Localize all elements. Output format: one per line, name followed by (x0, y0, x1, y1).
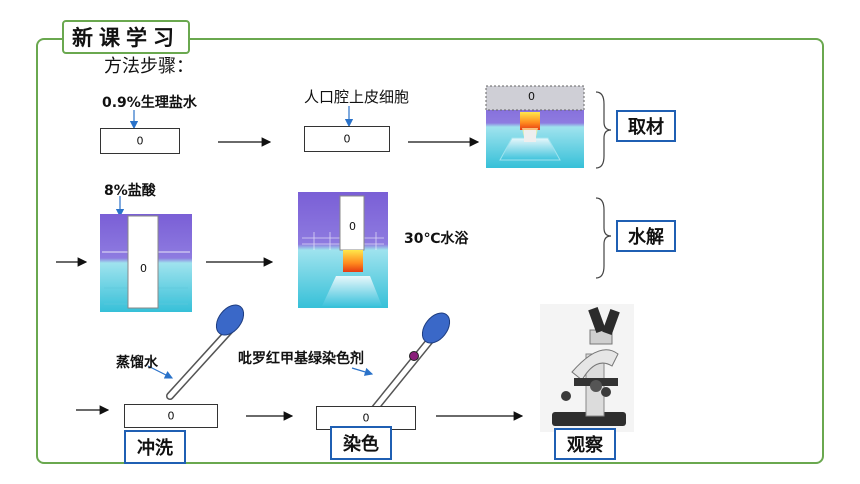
hydrochloric-acid-beaker (100, 214, 192, 312)
step-sampling: 取材 (616, 110, 676, 142)
slide-mark: 0 (140, 262, 147, 275)
glass-slide: 0 (100, 128, 180, 154)
cheek-cells-label: 人口腔上皮细胞 (304, 88, 410, 106)
step-rinse: 冲洗 (124, 430, 186, 464)
hydrochloric-acid-label: 8%盐酸 (104, 183, 156, 199)
slide-mark: 0 (349, 220, 356, 233)
microscope-icon (540, 304, 634, 432)
slide-mark: 0 (362, 411, 370, 425)
method-steps-heading: 方法步骤： (104, 56, 194, 77)
slide-mark: 0 (343, 132, 351, 146)
pointer-arrow (351, 367, 374, 376)
glass-slide: 0 (304, 126, 390, 152)
distilled-water-label: 蒸馏水 (116, 355, 158, 371)
step-hydrolysis: 水解 (616, 220, 676, 252)
slide-mark: 0 (136, 134, 144, 148)
slide-heating-illustration (485, 85, 585, 168)
water-bath-label: 30℃水浴 (404, 231, 469, 247)
saline-label: 0.9%生理盐水 (102, 95, 197, 111)
content-frame (36, 38, 824, 464)
distilled-water-dropper (166, 304, 245, 400)
stain-dropper (368, 312, 451, 416)
section-title: 新课学习 (62, 20, 190, 54)
brace (595, 197, 612, 279)
water-bath-illustration (298, 192, 388, 308)
slide-mark: 0 (167, 409, 175, 423)
glass-slide: 0 (316, 406, 416, 430)
pointer-arrow (147, 365, 174, 379)
step-observe: 观察 (554, 428, 616, 460)
slide-mark: 0 (528, 90, 535, 103)
step-stain: 染色 (330, 426, 392, 460)
glass-slide: 0 (124, 404, 218, 428)
stain-label: 吡罗红甲基绿染色剂 (238, 351, 364, 367)
brace (595, 91, 612, 169)
